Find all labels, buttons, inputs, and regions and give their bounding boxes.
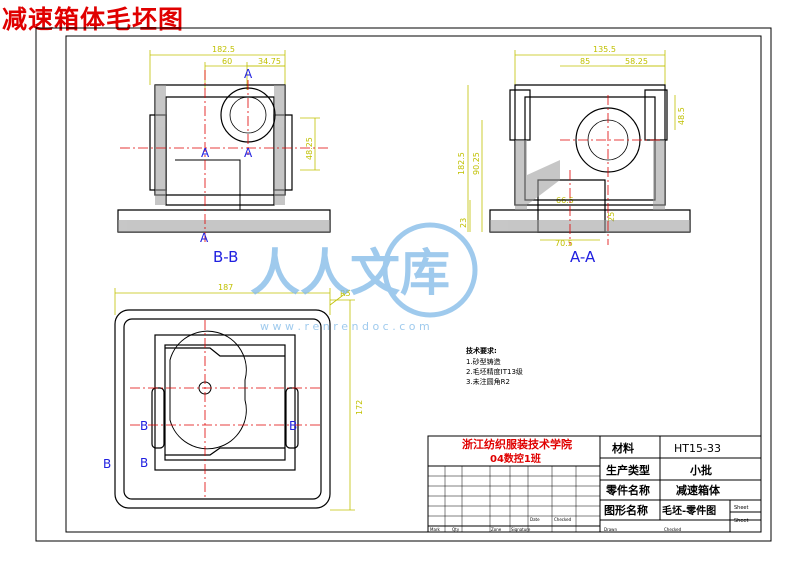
tech-item-1: 1.砂型铸造 <box>466 357 501 366</box>
section-mark-b2: B <box>140 456 148 470</box>
material-value: HT15-33 <box>674 442 721 455</box>
view-bb: 182.5 60 34.75 48.25 A A A <box>117 45 331 266</box>
sheet-1: Sheet <box>734 505 748 511</box>
dim-bb-mid1: 60 <box>222 57 232 66</box>
dim-aa-bot: 70.5 <box>555 239 573 248</box>
school-name: 浙江纺织服装技术学院 <box>462 437 572 451</box>
bottom-cell-2: Qty <box>452 527 460 532</box>
view-aa: 135.5 85 58.25 48.5 182.5 90.25 23 66.5 … <box>457 45 691 266</box>
bottom-cell-6: Checked <box>554 517 572 522</box>
section-mark-b1: B <box>140 419 148 433</box>
title-block: 浙江纺织服装技术学院 04数控1班 材料 HT15-33 生产类型 小批 零件名… <box>427 435 762 533</box>
material-label: 材料 <box>612 441 634 455</box>
dim-bb-top: 182.5 <box>212 45 235 54</box>
production-label: 生产类型 <box>606 463 650 477</box>
view-plan: 187 172 R5 B B B B <box>103 283 364 511</box>
dim-plan-corner: R5 <box>340 289 351 298</box>
part-label: 零件名称 <box>605 483 650 497</box>
view-label-bb: B-B <box>213 248 238 266</box>
sheet-2: Sheet <box>734 518 748 524</box>
bottom-cell-4: Signature <box>511 527 531 532</box>
watermark-text: 人人文库 <box>250 244 450 302</box>
drawing-label: 图形名称 <box>604 503 648 517</box>
section-mark-a3: A <box>244 146 253 160</box>
watermark-url: w w w . r e n r e n d o c . c o m <box>260 320 430 333</box>
outer-frame <box>35 27 772 542</box>
dim-aa-left3: 23 <box>459 218 468 228</box>
production-value: 小批 <box>689 463 712 477</box>
bottom-cell-5: Date <box>530 517 540 522</box>
dim-bb-right: 48.25 <box>305 137 314 160</box>
dim-aa-right: 48.5 <box>677 107 686 125</box>
view-label-aa: A-A <box>570 248 596 266</box>
section-mark-a4: A <box>200 231 209 245</box>
section-mark-b3: B <box>289 419 297 433</box>
tech-item-2: 2.毛坯精度IT13级 <box>466 367 523 376</box>
page-title: 减速箱体毛坯图 <box>2 5 185 34</box>
part-value: 减速箱体 <box>676 483 721 497</box>
dim-aa-top: 135.5 <box>593 45 616 54</box>
bottom-cell-3: Zone <box>491 527 502 532</box>
bottom-cell-8: Checked <box>664 527 682 532</box>
section-mark-a2: A <box>201 146 210 160</box>
inner-frame <box>65 35 762 533</box>
tech-item-3: 3.未注圆角R2 <box>466 377 510 386</box>
bottom-cell-1: Mark <box>430 527 441 532</box>
tech-requirements: 技术要求: 1.砂型铸造 2.毛坯精度IT13级 3.未注圆角R2 <box>466 346 523 386</box>
tech-heading: 技术要求: <box>466 346 497 355</box>
dim-aa-left2: 90.25 <box>472 152 481 175</box>
section-mark-b4: B <box>103 457 111 471</box>
dim-plan-right: 172 <box>355 400 364 415</box>
bottom-cell-7: Drawn <box>604 527 617 532</box>
class-name: 04数控1班 <box>490 452 541 465</box>
dim-plan-top: 187 <box>218 283 233 292</box>
drawing-value: 毛坯-零件图 <box>662 504 716 517</box>
dim-aa-bot2: 25 <box>607 212 616 222</box>
dim-bb-mid2: 34.75 <box>258 57 281 66</box>
watermark: 人人文库 w w w . r e n r e n d o c . c o m <box>250 222 478 333</box>
dim-aa-mid2: 58.25 <box>625 57 648 66</box>
dim-aa-left1: 182.5 <box>457 152 466 175</box>
section-mark-a1: A <box>244 67 253 81</box>
dim-aa-mid1: 85 <box>580 57 590 66</box>
